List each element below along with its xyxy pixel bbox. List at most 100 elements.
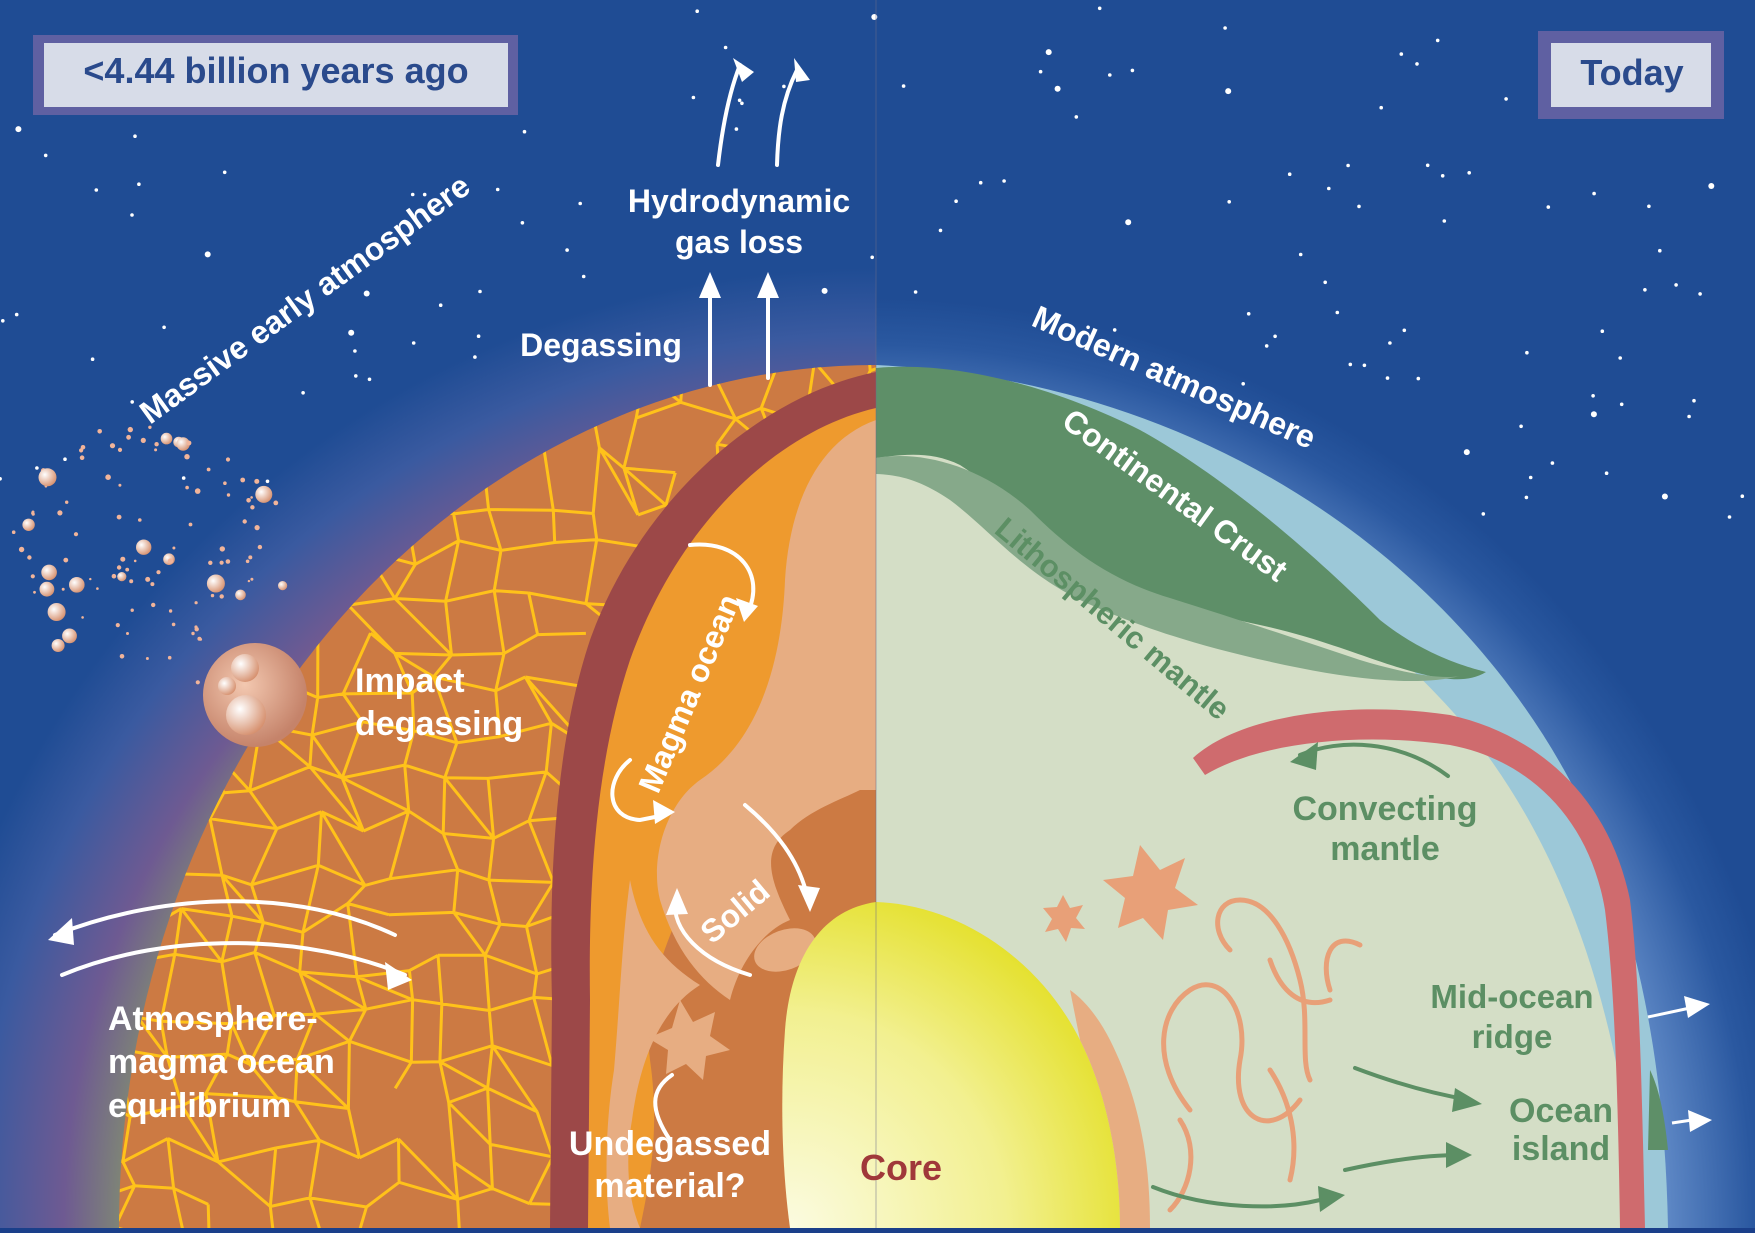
star xyxy=(1692,399,1696,403)
debris-particle xyxy=(211,594,214,597)
debris-particle xyxy=(97,429,102,434)
star xyxy=(1046,49,1052,55)
star xyxy=(411,193,415,197)
star xyxy=(91,357,95,361)
star xyxy=(1336,311,1340,315)
impactor xyxy=(203,643,307,747)
debris-particle xyxy=(126,632,129,635)
star xyxy=(1482,512,1486,516)
star xyxy=(735,127,739,131)
debris-particle xyxy=(220,594,224,598)
debris-particle xyxy=(117,572,126,581)
star xyxy=(822,288,828,294)
debris-particle xyxy=(19,547,24,552)
debris-particle xyxy=(118,484,121,487)
star xyxy=(979,181,983,185)
star xyxy=(35,466,39,470)
star xyxy=(1379,106,1383,110)
debris-particle xyxy=(136,540,151,555)
star xyxy=(521,221,525,225)
star xyxy=(133,134,137,138)
debris-particle xyxy=(63,558,68,563)
debris-particle xyxy=(220,561,224,565)
debris-particle xyxy=(154,442,158,446)
star xyxy=(1223,26,1227,30)
debris-particle xyxy=(120,557,125,562)
debris-particle xyxy=(117,515,122,520)
debris-particle xyxy=(125,568,129,572)
star xyxy=(914,290,918,294)
star xyxy=(1241,382,1245,386)
debris-particle xyxy=(169,609,172,612)
debris-particle xyxy=(226,457,230,461)
star xyxy=(695,9,699,13)
debris-particle xyxy=(227,493,230,496)
debris-particle xyxy=(62,588,65,591)
star xyxy=(1327,187,1331,191)
star xyxy=(1349,363,1353,367)
label-equilibrium-3: equilibrium xyxy=(108,1087,291,1125)
star xyxy=(162,326,166,330)
debris-particle xyxy=(189,523,193,527)
label-equilibrium-2: magma ocean xyxy=(108,1043,335,1081)
debris-particle xyxy=(110,443,115,448)
debris-particle xyxy=(79,448,83,452)
star xyxy=(523,130,527,134)
debris-particle xyxy=(255,486,272,503)
star xyxy=(1417,377,1421,381)
debris-particle xyxy=(131,609,134,612)
star xyxy=(1388,341,1392,345)
star xyxy=(1647,205,1651,209)
star xyxy=(223,171,227,175)
star xyxy=(1643,288,1647,292)
star xyxy=(15,313,19,317)
star xyxy=(478,290,482,294)
star xyxy=(1525,351,1529,355)
star xyxy=(1662,494,1668,500)
debris-particle xyxy=(150,582,154,586)
debris-particle xyxy=(185,486,189,490)
debris-particle xyxy=(62,629,77,644)
star xyxy=(1400,52,1404,56)
debris-particle xyxy=(246,498,251,503)
star xyxy=(364,291,370,297)
debris-particle xyxy=(126,435,131,440)
star xyxy=(1098,7,1102,11)
debris-particle xyxy=(41,565,57,581)
debris-particle xyxy=(223,481,227,485)
debris-particle xyxy=(31,512,34,515)
star xyxy=(1591,411,1597,417)
debris-particle xyxy=(248,580,250,582)
debris-particle xyxy=(246,560,250,564)
label-ridge-2: ridge xyxy=(1472,1018,1553,1055)
debris-particle xyxy=(243,519,247,523)
star xyxy=(578,202,582,206)
star xyxy=(1674,283,1678,287)
debris-particle xyxy=(207,468,211,472)
debris-particle xyxy=(187,441,192,446)
debris-particle xyxy=(172,623,176,627)
debris-particle xyxy=(240,478,245,483)
star xyxy=(565,248,569,252)
debris-particle xyxy=(120,654,125,659)
label-core: Core xyxy=(860,1147,942,1188)
label-degassing: Degassing xyxy=(520,327,682,363)
debris-particle xyxy=(250,496,253,499)
debris-particle xyxy=(145,577,150,582)
star xyxy=(1415,62,1419,66)
debris-particle xyxy=(195,488,201,494)
debris-particle xyxy=(161,433,173,445)
star xyxy=(902,84,906,88)
star xyxy=(1363,364,1367,368)
debris-particle xyxy=(129,579,133,583)
debris-particle xyxy=(52,639,65,652)
debris-particle xyxy=(226,559,231,564)
label-gas-loss-2: gas loss xyxy=(675,224,803,260)
debris-particle xyxy=(128,427,133,432)
star xyxy=(496,188,500,192)
star xyxy=(348,330,354,336)
star xyxy=(738,99,742,103)
star xyxy=(301,391,305,395)
debris-particle xyxy=(220,546,225,551)
